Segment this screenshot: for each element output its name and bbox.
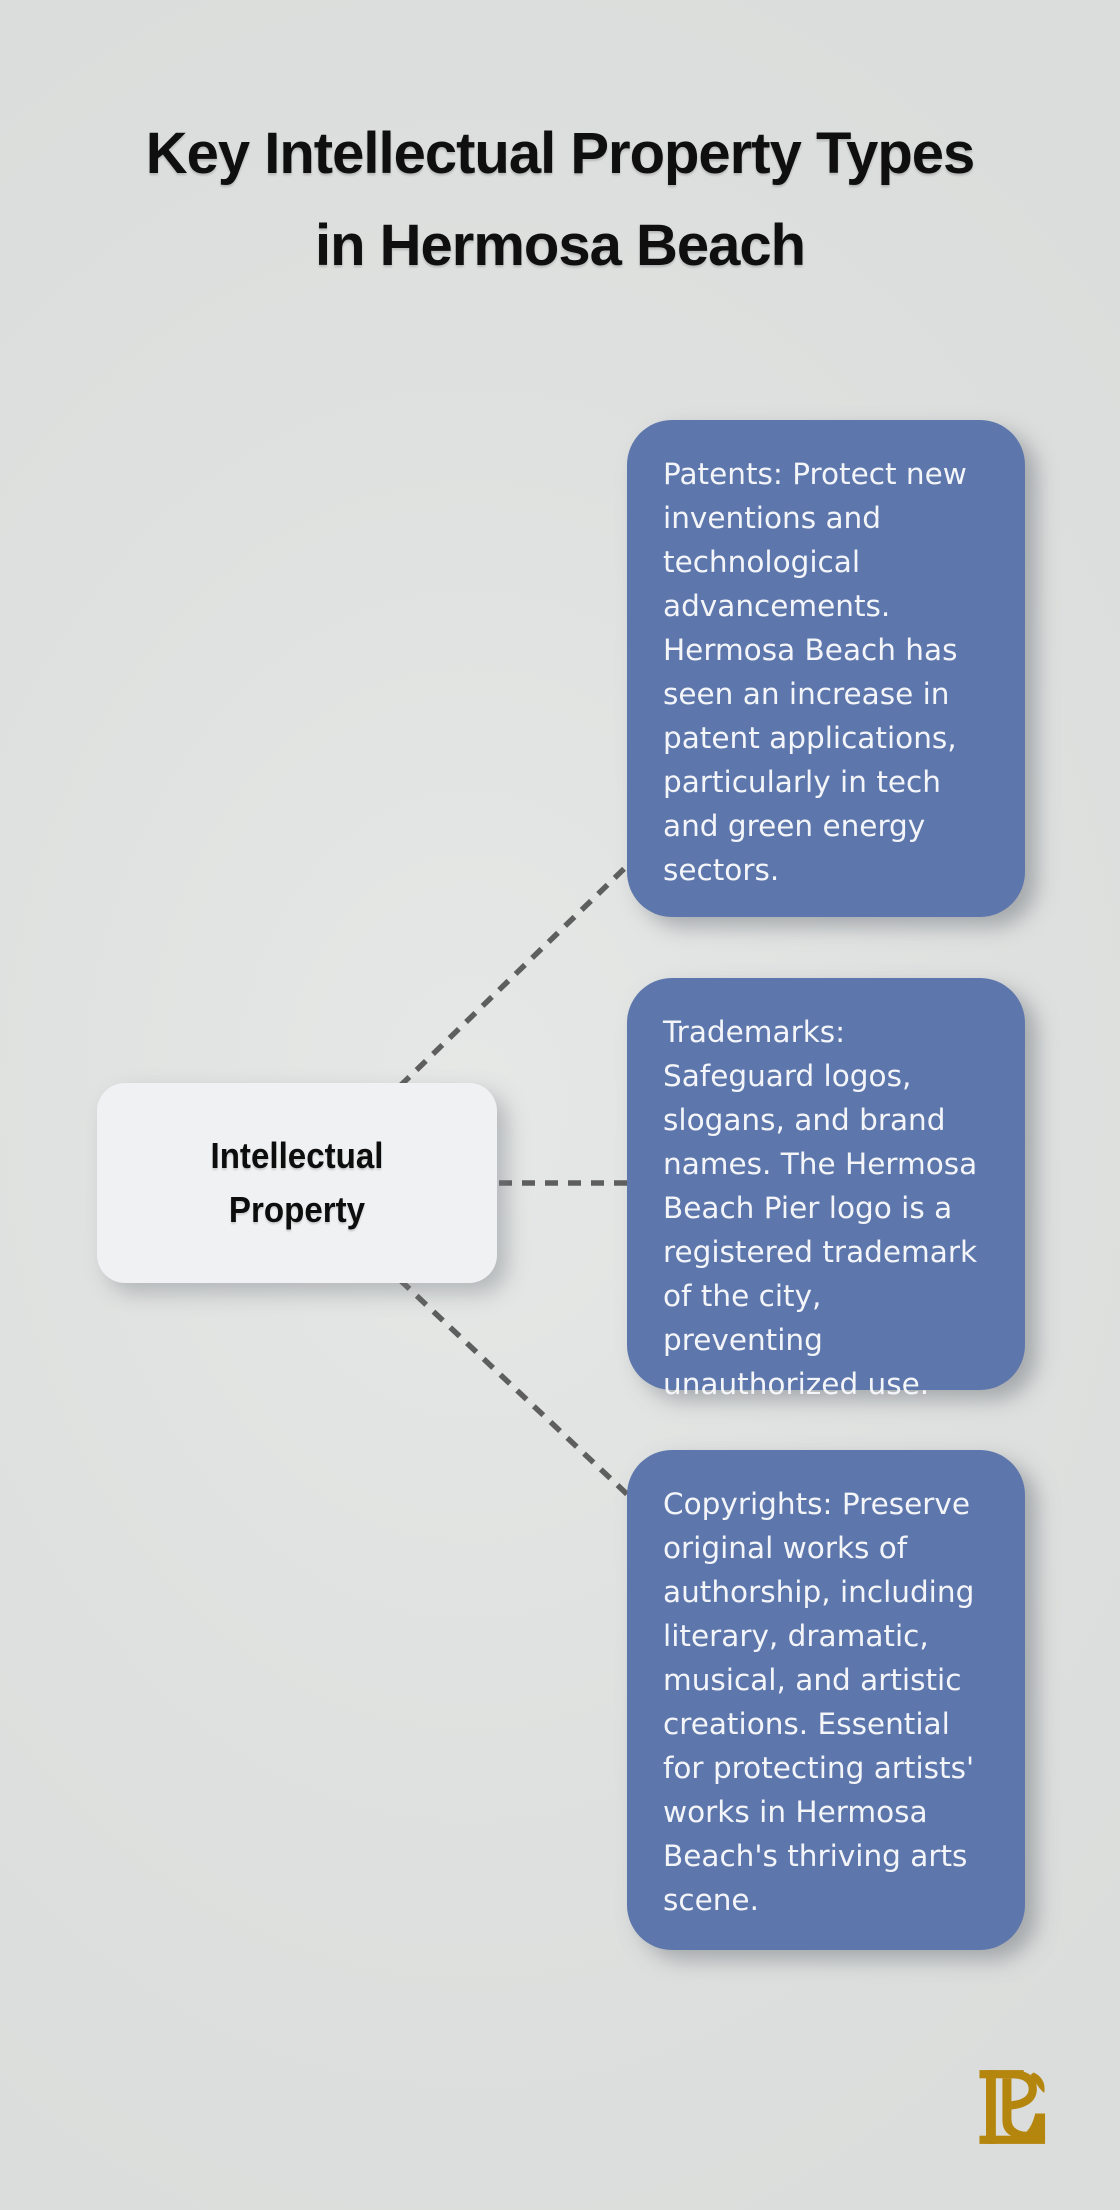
- node-patents: Patents: Protect new inventions and tech…: [627, 420, 1025, 917]
- center-node-intellectual-property: Intellectual Property: [97, 1083, 497, 1283]
- connector-patents: [398, 862, 631, 1088]
- node-trademarks: Trademarks: Safeguard logos, slogans, an…: [627, 978, 1025, 1401]
- node-trademarks-text: Trademarks: Safeguard logos, slogans, an…: [663, 1015, 978, 1401]
- page-title-line2: in Hermosa Beach: [314, 213, 806, 278]
- connector-copyrights: [398, 1277, 631, 1499]
- node-copyrights-text: Copyrights: Preserve original works of a…: [663, 1487, 975, 1917]
- node-copyrights: Copyrights: Preserve original works of a…: [627, 1450, 1025, 1950]
- node-patents-text: Patents: Protect new inventions and tech…: [663, 457, 967, 887]
- page-title: Key Intellectual Property Types in Hermo…: [0, 108, 1120, 292]
- pl-monogram-icon: [977, 2066, 1059, 2148]
- center-node-label: Intellectual Property: [210, 1135, 384, 1230]
- page-title-line1: Key Intellectual Property Types: [145, 121, 976, 186]
